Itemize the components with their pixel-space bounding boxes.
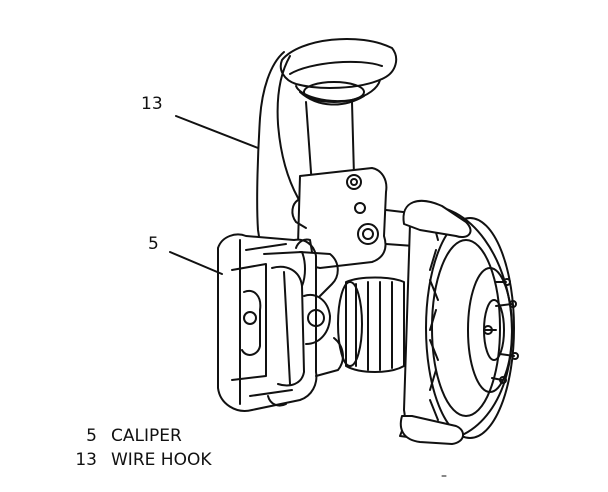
callout-13-label: 13 <box>141 94 163 114</box>
legend-number: 13 <box>75 450 97 470</box>
strut-spring-seat <box>279 38 398 106</box>
brake-caliper <box>217 233 344 412</box>
parts-legend: 5 CALIPER 13 WIRE HOOK <box>60 424 211 472</box>
brake-rotor <box>399 199 519 445</box>
callout-5-leader <box>169 251 223 275</box>
callout-5-label: 5 <box>148 234 159 254</box>
legend-number: 5 <box>86 426 97 446</box>
hub-assembly <box>337 276 405 373</box>
legend-label: WIRE HOOK <box>111 450 212 470</box>
legend-item-wire-hook: 13 WIRE HOOK <box>60 448 211 472</box>
legend-item-caliper: 5 CALIPER <box>60 424 211 448</box>
legend-label: CALIPER <box>111 426 182 446</box>
callout-13-leader <box>175 115 259 149</box>
